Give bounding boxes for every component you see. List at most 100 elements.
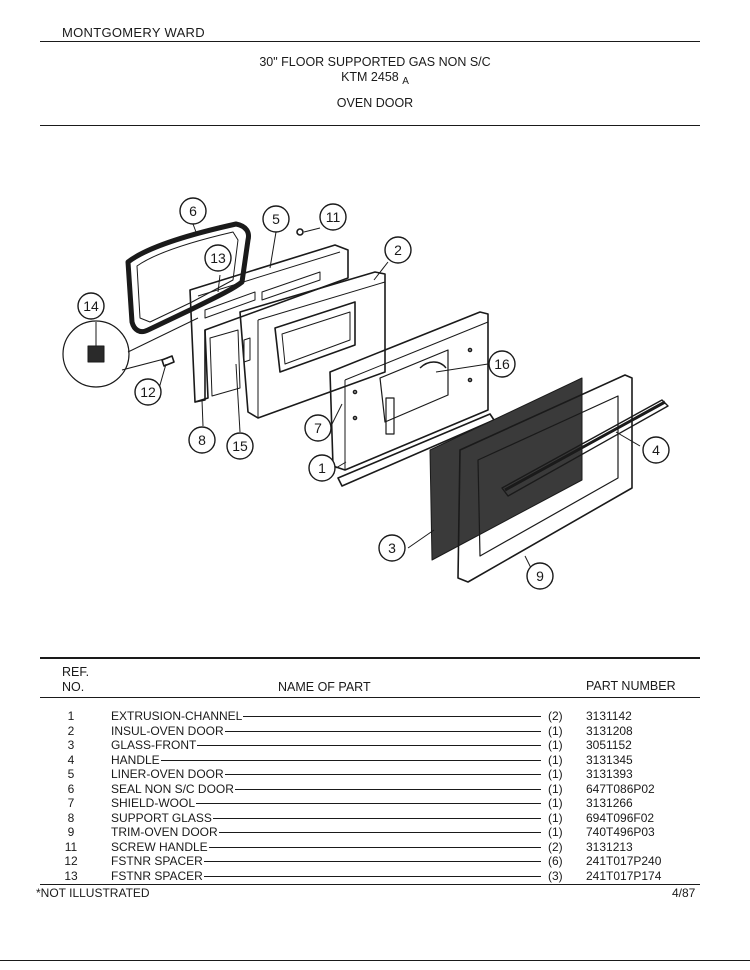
part-name: GLASS-FRONT [111, 738, 198, 752]
ref-no: 11 [64, 839, 78, 854]
document-title: 30" FLOOR SUPPORTED GAS NON S/C [259, 55, 491, 69]
part-name: LINER-OVEN DOOR [111, 767, 225, 781]
quantity: (1) [548, 781, 563, 796]
callout-circle [77, 292, 105, 320]
part-number: 3131208 [586, 723, 633, 738]
part-seal-6 [125, 221, 251, 335]
part-spacer-12 [161, 355, 175, 367]
callout-label: 1 [318, 460, 326, 476]
table-bottom-rule [40, 884, 700, 885]
callout-9: 9 [526, 562, 554, 590]
not-illustrated-note: *NOT ILLUSTRATED [36, 886, 150, 900]
name-header: NAME OF PART [278, 680, 371, 694]
leader-line [111, 832, 541, 833]
revision-date: 4/87 [672, 886, 696, 900]
part-handle-4 [501, 399, 669, 497]
part-liner-5 [189, 244, 349, 403]
callout-circle [642, 436, 670, 464]
model-number: KTM 2458 A [0, 70, 750, 87]
table-row: 3 GLASS-FRONT (1) 3051152 [0, 738, 750, 753]
callout-1: 1 [308, 454, 336, 482]
callout-14: 14 [77, 292, 105, 320]
ref-no: 9 [67, 825, 75, 839]
callout-label: 14 [83, 298, 99, 314]
quantity: (1) [548, 723, 563, 738]
callout-label: 3 [388, 540, 396, 556]
callout-circle [226, 432, 254, 460]
part-glass-3 [429, 377, 583, 561]
callout-label: 11 [326, 209, 341, 225]
callout-circle [134, 378, 162, 406]
callout-15: 15 [226, 432, 254, 460]
callout-circle [319, 203, 347, 231]
callout-12: 12 [134, 378, 162, 406]
callout-label: 15 [232, 438, 248, 454]
part-trim-9 [457, 374, 633, 583]
part-name: SCREW HANDLE [111, 839, 209, 854]
quantity: (1) [548, 738, 563, 752]
callout-circle [384, 236, 412, 264]
callout-label: 4 [652, 442, 660, 458]
callout-label: 12 [140, 384, 156, 400]
ref-no: 2 [67, 723, 75, 738]
leader-line [111, 759, 541, 761]
ref-no: 8 [67, 810, 75, 825]
ref-no: 13 [64, 868, 78, 883]
leader-line [111, 803, 541, 804]
ref-no: 3 [67, 738, 75, 752]
part-name: SUPPORT GLASS [111, 810, 213, 825]
callout-4: 4 [642, 436, 670, 464]
callout-6: 6 [179, 197, 207, 225]
ref-no: 1 [67, 709, 75, 723]
page-bottom-rule [0, 960, 750, 961]
callout-label: 2 [394, 242, 402, 258]
part-number: 3131345 [586, 752, 633, 767]
callout-3: 3 [378, 534, 406, 562]
quantity: (1) [548, 752, 563, 767]
header-rule [40, 125, 700, 126]
part-number: 3131142 [586, 709, 632, 723]
callout-circle [488, 350, 516, 378]
part-number: 3051152 [586, 738, 632, 752]
part-number: 3131393 [586, 767, 633, 781]
part-insulation-2 [239, 271, 386, 419]
top-rule [40, 41, 700, 42]
leader-line [111, 730, 541, 732]
callout-label: 8 [198, 432, 206, 448]
callout-circle [378, 534, 406, 562]
callout-13: 13 [204, 244, 232, 272]
part-number: 241T017P240 [586, 854, 662, 868]
quantity: (2) [548, 709, 563, 723]
leader-line [111, 846, 541, 848]
quantity: (1) [548, 767, 563, 781]
callout-16: 16 [488, 350, 516, 378]
table-header-rule [40, 697, 700, 698]
leader-line [111, 745, 541, 746]
leader-line [111, 817, 541, 819]
callout-circle [304, 414, 332, 442]
callout-circle [188, 426, 216, 454]
part-number: 647T086P02 [586, 781, 655, 796]
part-name: SHIELD-WOOL [111, 796, 197, 810]
part-name: FSTNR SPACER [111, 868, 204, 883]
part-number: 3131266 [586, 796, 633, 810]
ref-no: 4 [67, 752, 75, 767]
callout-label: 13 [210, 250, 226, 266]
callout-11: 11 [319, 203, 347, 231]
quantity: (1) [548, 810, 563, 825]
part-name: FSTNR SPACER [111, 854, 204, 868]
quantity: (2) [548, 839, 563, 854]
table-top-rule [40, 657, 700, 659]
callout-7: 7 [304, 414, 332, 442]
ref-no: 7 [67, 796, 75, 810]
part-number: 740T496P03 [586, 825, 655, 839]
callout-circle [526, 562, 554, 590]
leader-line [111, 774, 541, 775]
